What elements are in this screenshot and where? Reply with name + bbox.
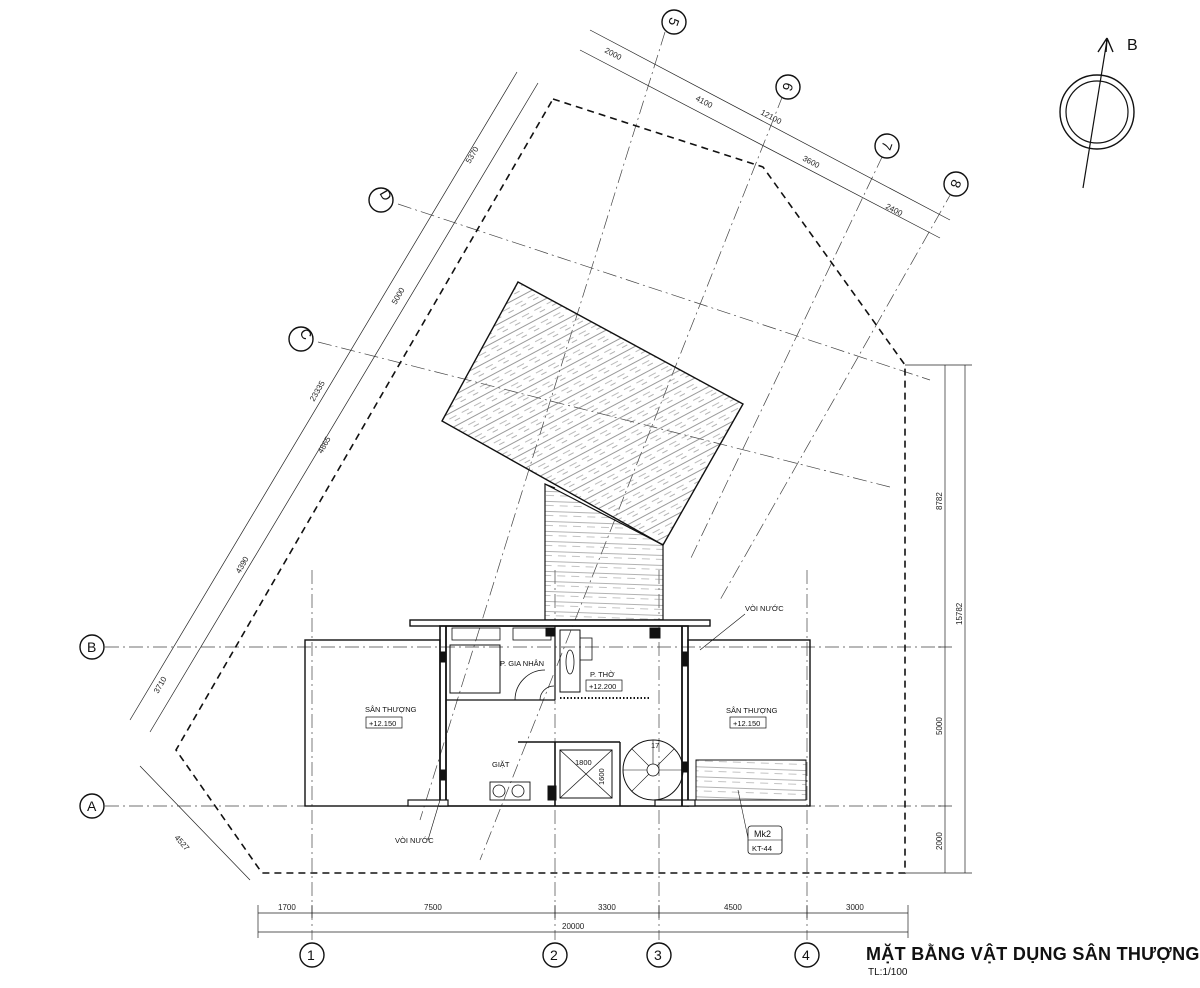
dim-2000-right: 2000	[935, 832, 944, 850]
dim-2400: 2400	[884, 202, 904, 219]
dim-4100: 4100	[694, 94, 714, 111]
dim-5370: 5370	[464, 145, 481, 165]
dim-3000: 3000	[846, 903, 864, 912]
drawing-title: MẶT BẰNG VẬT DỤNG SÂN THƯỢNG	[866, 944, 1200, 964]
north-arrow-icon	[1059, 37, 1135, 189]
dim-4500: 4500	[724, 903, 742, 912]
axis-bubble-3	[646, 942, 672, 968]
axis-bubble-1	[299, 942, 325, 968]
drawing-scale: TL:1/100	[868, 967, 908, 978]
roof-hatched	[441, 281, 744, 546]
building-walls	[304, 619, 811, 807]
dim-23335: 23335	[308, 379, 327, 403]
label-gia-nhan: P. GIA NHÂN	[500, 659, 544, 668]
label-tho: P. THỜ	[590, 670, 615, 679]
axis-bubble-B	[79, 634, 105, 660]
dim-4390: 4390	[234, 555, 251, 575]
dim-5000-right: 5000	[935, 717, 944, 735]
axis-bubble-4	[794, 942, 820, 968]
dim-3300: 3300	[598, 903, 616, 912]
grid-lines	[105, 31, 954, 940]
label-san-thuong-left: SÂN THƯỢNG	[365, 705, 417, 714]
label-voi-nuoc-bottom: VÒI NƯỚC	[395, 836, 434, 845]
label-mark-kt44: KT-44	[752, 844, 772, 853]
axis-label-A: A	[87, 798, 97, 814]
dim-1700: 1700	[278, 903, 296, 912]
dim-12100: 12100	[759, 108, 783, 127]
label-san-thuong-right: SÂN THƯỢNG	[726, 706, 778, 715]
dim-2000-top: 2000	[603, 46, 623, 63]
label-elev-left: +12.150	[369, 719, 396, 728]
axis-labels: 1 2 3 4 B A C D 5 6 7 8	[87, 16, 965, 963]
dim-4865: 4865	[316, 435, 333, 455]
axis-bubble-2	[542, 942, 568, 968]
dim-3600: 3600	[801, 154, 821, 171]
axis-bubble-6	[775, 74, 801, 100]
dim-20000: 20000	[562, 922, 585, 931]
axis-bubble-A	[79, 793, 105, 819]
label-elev-tho: +12.200	[589, 682, 616, 691]
dim-7500: 7500	[424, 903, 442, 912]
dim-5000-diag: 5000	[390, 286, 407, 306]
axis-label-2: 2	[550, 947, 558, 963]
label-mark-mk2: Mk2	[754, 829, 771, 839]
label-stair-17: 17	[651, 741, 659, 750]
label-elev-right: +12.150	[733, 719, 760, 728]
label-stair-1800: 1800	[575, 758, 592, 767]
dim-4527: 4527	[173, 833, 192, 853]
axis-bubble-D	[368, 187, 394, 213]
axis-label-B: B	[87, 639, 96, 655]
axis-label-3: 3	[654, 947, 662, 963]
site-boundary	[175, 98, 906, 874]
dimension-labels: 1700 7500 3300 4500 3000 20000 8782 1578…	[152, 46, 964, 931]
axis-label-1: 1	[307, 947, 315, 963]
label-stair-1600: 1600	[597, 768, 606, 785]
axis-bubble-7	[874, 133, 900, 159]
label-giat: GIẶT	[492, 760, 510, 769]
dim-3710: 3710	[152, 675, 169, 695]
axis-bubble-8	[943, 171, 969, 197]
dim-8782: 8782	[935, 492, 944, 510]
dimension-lines	[129, 29, 972, 938]
axis-bubble-C	[288, 326, 314, 352]
axis-bubble-5	[661, 9, 687, 35]
room-labels: SÂN THƯỢNG +12.150 P. GIA NHÂN P. THỜ +1…	[365, 604, 784, 855]
dim-15782: 15782	[955, 602, 964, 625]
axis-label-4: 4	[802, 947, 810, 963]
axis-bubbles	[79, 9, 969, 968]
label-voi-nuoc-top: VÒI NƯỚC	[745, 604, 784, 613]
north-label: B	[1127, 37, 1138, 54]
